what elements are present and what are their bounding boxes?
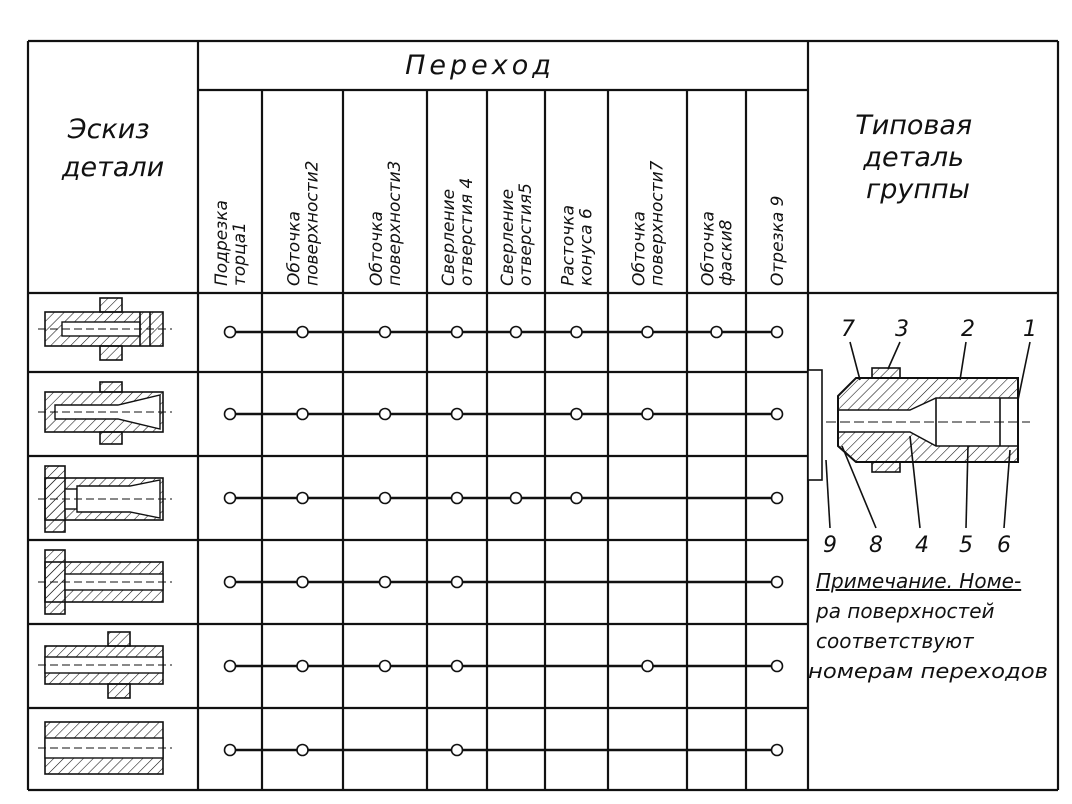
column-header-line: поверхности3 <box>385 161 405 286</box>
collared-sleeve-sketch-icon <box>38 631 172 699</box>
table-grid <box>26 39 1060 792</box>
transition-column-header: Расточкаконуса 6 <box>559 205 597 286</box>
column-header-line: Расточка <box>559 205 579 286</box>
operation-node-4 <box>450 325 464 339</box>
operation-node-7 <box>641 659 654 673</box>
operation-node-2 <box>296 407 309 421</box>
surface-number: 2 <box>961 317 975 342</box>
operation-node-4 <box>450 491 464 505</box>
operation-node-9 <box>770 407 784 421</box>
operation-node-6 <box>570 491 583 505</box>
surface-number: 4 <box>915 533 929 558</box>
surface-number: 5 <box>959 533 973 558</box>
operation-node-5 <box>509 325 523 339</box>
operation-routes <box>223 325 784 757</box>
column-header-line: Сверление <box>439 189 459 286</box>
column-header-line: Обточка <box>367 211 387 286</box>
typical-part-header: Типовая деталь группы <box>855 110 981 205</box>
operation-node-9 <box>770 491 784 505</box>
surface-number: 1 <box>1023 317 1037 342</box>
typical-header-line: деталь <box>862 142 964 173</box>
typical-part-note: Примечание. Номе- ра поверхностей соотве… <box>808 569 1048 683</box>
surface-number: 8 <box>869 533 883 558</box>
operation-node-2 <box>296 491 309 505</box>
transition-column-header: Обточкаповерхности7 <box>630 160 668 286</box>
column-header-line: отверстия 4 <box>457 178 477 286</box>
surface-number: 7 <box>841 317 855 342</box>
operation-node-6 <box>570 325 583 339</box>
bushing-with-collar-sketch-icon <box>38 297 172 361</box>
column-header-line: торца1 <box>230 222 250 286</box>
column-header-line: Обточка <box>699 211 719 286</box>
operation-node-4 <box>450 659 464 673</box>
operation-node-1 <box>223 325 237 339</box>
sketch-header-line: Эскиз <box>67 114 150 145</box>
transition-column-header: Обточкаповерхности2 <box>285 161 323 286</box>
transition-column-header: Отрезка 9 <box>768 196 788 286</box>
sketch-header: Эскиз детали <box>61 114 164 183</box>
transition-column-header: Сверлениеотверстия5 <box>498 183 536 286</box>
surface-number: 6 <box>997 533 1011 558</box>
operation-node-3 <box>378 407 392 421</box>
operation-node-7 <box>641 325 654 339</box>
operation-node-2 <box>296 575 309 589</box>
column-header-line: конуса 6 <box>577 208 597 286</box>
column-header-line: отверстия5 <box>516 183 536 286</box>
surface-number: 9 <box>823 533 837 558</box>
operation-node-1 <box>223 491 237 505</box>
operation-node-1 <box>223 575 237 589</box>
operation-node-4 <box>450 743 464 757</box>
operation-node-2 <box>296 325 309 339</box>
column-header-line: поверхности7 <box>648 160 668 286</box>
operation-node-4 <box>450 575 464 589</box>
column-header-line: Отрезка 9 <box>768 196 788 286</box>
column-header-line: Обточка <box>285 211 305 286</box>
operation-node-3 <box>378 491 392 505</box>
transition-column-header: Подрезкаторца1 <box>212 200 250 286</box>
note-line: номерам переходов <box>808 659 1048 683</box>
operation-node-2 <box>296 659 309 673</box>
operation-node-4 <box>450 407 464 421</box>
operation-node-6 <box>570 407 583 421</box>
note-line: ра поверхностей <box>815 599 995 623</box>
operation-node-3 <box>378 325 392 339</box>
typical-part-top-numbers: 7 3 2 1 <box>841 317 1037 342</box>
surface-number: 3 <box>895 317 909 342</box>
operation-node-1 <box>223 407 237 421</box>
operation-node-7 <box>641 407 654 421</box>
column-header-line: Обточка <box>630 211 650 286</box>
flanged-sleeve-sketch-icon <box>38 465 172 533</box>
plain-bushing-sketch-icon <box>38 721 172 775</box>
conical-bore-part-sketch-icon <box>38 381 172 445</box>
operation-node-9 <box>770 743 784 757</box>
operation-node-9 <box>770 325 784 339</box>
typical-part-drawing <box>807 341 1031 529</box>
typical-part-bottom-numbers: 9 8 4 5 6 <box>823 533 1011 558</box>
transition-column-header: Сверлениеотверстия 4 <box>439 178 477 286</box>
sketch-header-line: детали <box>61 152 164 183</box>
operation-node-9 <box>770 659 784 673</box>
typical-header-line: группы <box>866 174 970 205</box>
transition-column-header: Обточкаповерхности3 <box>367 161 405 286</box>
note-line: Примечание. Номе- <box>816 569 1021 593</box>
operation-node-3 <box>378 575 392 589</box>
column-header-line: Подрезка <box>212 200 232 286</box>
operation-node-2 <box>296 743 309 757</box>
column-header-line: фаски8 <box>717 219 737 286</box>
note-line: соответствуют <box>816 629 975 653</box>
operation-node-1 <box>223 743 237 757</box>
operation-node-1 <box>223 659 237 673</box>
operation-node-8 <box>710 325 723 339</box>
operation-node-3 <box>378 659 392 673</box>
typical-header-line: Типовая <box>855 110 972 141</box>
transition-header: Переход <box>405 50 555 81</box>
column-header-line: Сверление <box>498 189 518 286</box>
column-header-line: поверхности2 <box>303 161 323 286</box>
operation-node-5 <box>509 491 523 505</box>
flanged-bushing-sketch-icon <box>38 549 172 615</box>
operation-node-9 <box>770 575 784 589</box>
transition-column-header: Обточкафаски8 <box>699 211 737 286</box>
